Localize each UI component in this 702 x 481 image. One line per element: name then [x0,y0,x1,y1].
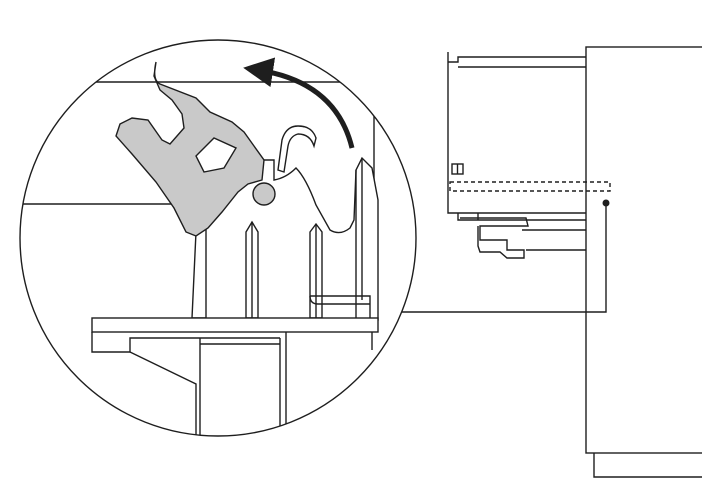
bracket-arm [460,217,529,259]
detail-circle-outline [19,39,417,437]
cabinet-base [593,453,702,478]
clip-part [115,61,265,237]
cabinet-body [585,46,702,454]
appliance-side-view [396,46,702,478]
lower-bracket [457,213,586,221]
detail-callout [19,39,417,437]
cradle-frame [199,156,379,321]
cradle-inner-wall [355,158,363,318]
curved-arrow-icon [243,57,355,149]
base-step [309,295,371,318]
upper-unit [447,52,586,214]
leader-dot [602,199,610,207]
clip-window [195,137,238,173]
leader-line [396,203,607,313]
bracket-rail [522,229,586,251]
base-lower-lines [129,332,373,436]
spring-hook [277,125,317,173]
hidden-bar-dashed [449,181,611,192]
roller-pin [252,182,276,206]
base-plate [91,317,379,333]
